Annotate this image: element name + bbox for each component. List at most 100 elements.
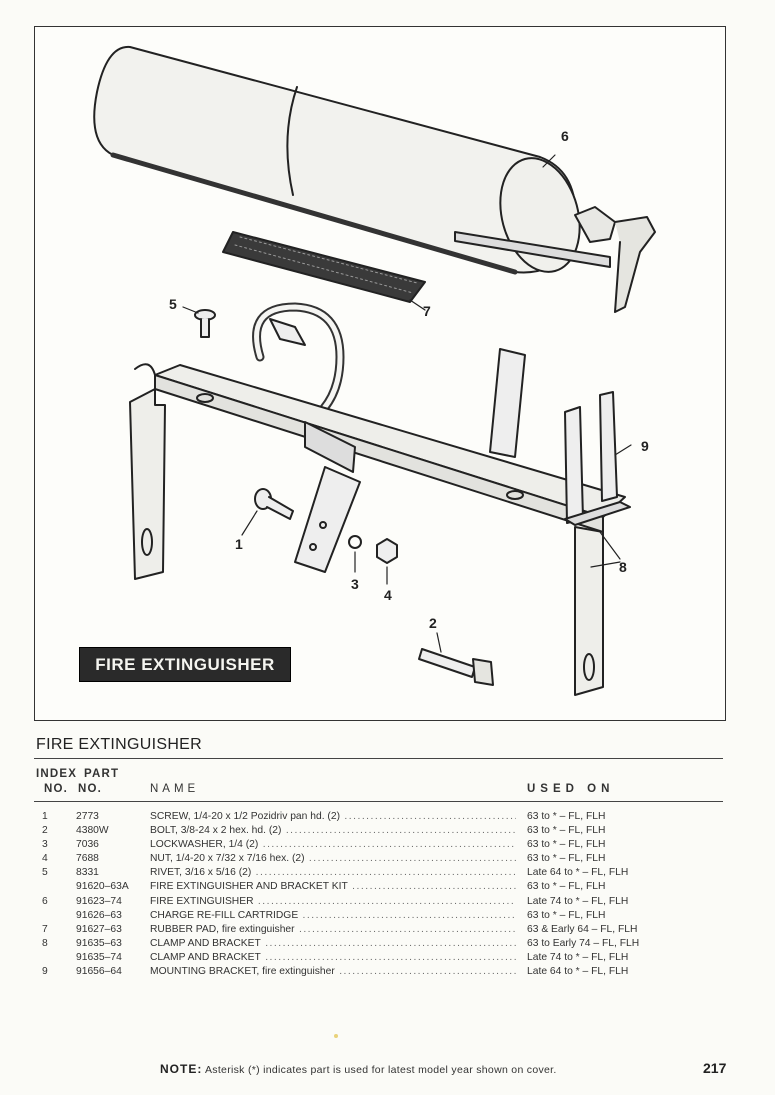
- used-on-cell-text: Late 64 to * – FL, FLH: [527, 867, 629, 879]
- index-cell-text: 4: [42, 853, 48, 865]
- dot-leader: ........................................…: [344, 811, 516, 822]
- section-title: FIRE EXTINGUISHER: [36, 736, 203, 753]
- part-number-cell-text: 91623–74: [76, 895, 122, 907]
- header-rule: [34, 801, 723, 802]
- part-number-cell: 91620–63A: [76, 881, 129, 892]
- index-cell-text: 7: [42, 923, 48, 935]
- used-on-cell: Late 74 to * – FL, FLH: [527, 896, 628, 907]
- used-on-cell-text: 63 to Early 74 – FL, FLH: [527, 937, 640, 949]
- index-cell-text: 5: [42, 867, 48, 879]
- clamp-ring-drawing: [252, 302, 345, 432]
- part-number-cell: 7688: [76, 853, 99, 864]
- table-row: 9 91656–64 MOUNTING BRACKET, fire extingui…: [0, 966, 775, 980]
- index-cell-text: 8: [42, 937, 48, 949]
- part-number-cell-text: 91626–63: [76, 909, 122, 921]
- part-number-cell: 4380W: [76, 825, 109, 836]
- paper-speck: [334, 1034, 338, 1038]
- part-number-cell: 91635–63: [76, 938, 122, 949]
- part-name-cell-text: FIRE EXTINGUISHER AND BRACKET KIT: [150, 881, 348, 893]
- header-used-on: USED ON: [527, 783, 615, 795]
- part-name-cell-text: LOCKWASHER, 1/4 (2): [150, 839, 259, 851]
- used-on-cell: 63 to Early 74 – FL, FLH: [527, 938, 639, 949]
- index-cell: 4: [42, 853, 48, 864]
- part-name-cell: BOLT, 3/8-24 x 2 hex. hd. (2) ..........…: [150, 825, 516, 836]
- used-on-cell: Late 74 to * – FL, FLH: [527, 952, 628, 963]
- table-row: 7 91627–63 RUBBER PAD, fire extinguisher .…: [0, 924, 775, 938]
- rivet-drawing: [194, 309, 216, 338]
- index-cell-text: 9: [42, 966, 48, 978]
- index-cell: 7: [42, 924, 48, 935]
- used-on-cell-text: 63 to * – FL, FLH: [527, 811, 606, 822]
- header-part: PART: [84, 768, 120, 780]
- part-number-cell-text: 91656–64: [76, 966, 122, 978]
- rubber-pad-drawing: [222, 231, 426, 303]
- used-on-cell: Late 64 to * – FL, FLH: [527, 867, 628, 878]
- part-number-cell: 91623–74: [76, 896, 122, 907]
- part-name-cell: FIRE EXTINGUISHER ......................…: [150, 896, 516, 907]
- callout-6: 6: [561, 128, 569, 144]
- dot-leader: ........................................…: [262, 839, 516, 851]
- index-cell-text: 3: [42, 839, 48, 851]
- used-on-cell: 63 & Early 64 – FL, FLH: [527, 924, 637, 935]
- dot-leader: ........................................…: [255, 867, 516, 879]
- callout-3: 3: [351, 576, 359, 592]
- figure-banner: FIRE EXTINGUISHER: [79, 647, 291, 682]
- note-text: Asterisk (*) indicates part is used for …: [204, 1064, 557, 1076]
- index-cell: 2: [42, 825, 48, 836]
- exploded-view-figure: 6 7 5 9 8 1 3 4 2 FIRE EXTINGUISHER: [34, 26, 726, 721]
- part-name-cell-text: SCREW, 1/4-20 x 1/2 Pozidriv pan hd. (2): [150, 811, 341, 822]
- part-name-cell-text: CLAMP AND BRACKET: [150, 937, 261, 949]
- index-cell: 3: [42, 839, 48, 850]
- part-number-cell-text: 91620–63A: [76, 881, 129, 893]
- used-on-cell: 63 to * – FL, FLH: [527, 825, 605, 836]
- dot-leader: ........................................…: [298, 923, 516, 935]
- part-number-cell: 8331: [76, 867, 99, 878]
- fire-extinguisher-illustration: 6 7 5 9 8 1 3 4 2: [93, 45, 656, 696]
- used-on-cell-text: 63 to * – FL, FLH: [527, 853, 606, 865]
- part-number-cell: 91635–74: [76, 952, 122, 963]
- dot-leader: ........................................…: [308, 853, 516, 865]
- part-name-cell: SCREW, 1/4-20 x 1/2 Pozidriv pan hd. (2)…: [150, 811, 516, 822]
- part-name-cell-text: FIRE EXTINGUISHER: [150, 895, 254, 907]
- part-number-cell: 91656–64: [76, 966, 122, 977]
- part-name-cell-text: MOUNTING BRACKET, fire extinguisher: [150, 966, 335, 978]
- parts-table: 1 2773 SCREW, 1/4-20 x 1/2 Pozidriv pan hd…: [0, 811, 775, 980]
- index-cell-text: 6: [42, 895, 48, 907]
- nut-drawing: [376, 538, 398, 564]
- index-cell-text: 2: [42, 825, 48, 837]
- note-label: NOTE:: [160, 1062, 203, 1076]
- part-name-cell: CHARGE RE-FILL CARTRIDGE ...............…: [150, 910, 516, 921]
- screw-drawing: [254, 488, 294, 520]
- table-row: 91626–63 CHARGE RE-FILL CARTRIDGE .......…: [0, 910, 775, 924]
- used-on-cell-text: 63 to * – FL, FLH: [527, 881, 606, 893]
- callout-1: 1: [235, 536, 243, 552]
- part-number-cell: 91626–63: [76, 910, 122, 921]
- part-number-cell-text: 7688: [76, 853, 99, 865]
- part-number-cell-text: 2773: [76, 811, 99, 822]
- part-name-cell-text: CHARGE RE-FILL CARTRIDGE: [150, 909, 299, 921]
- used-on-cell-text: 63 & Early 64 – FL, FLH: [527, 923, 638, 935]
- used-on-cell: 63 to * – FL, FLH: [527, 853, 605, 864]
- used-on-cell-text: 63 to * – FL, FLH: [527, 825, 606, 837]
- used-on-cell-text: 63 to * – FL, FLH: [527, 909, 606, 921]
- part-number-cell-text: 91627–63: [76, 923, 122, 935]
- part-name-cell: CLAMP AND BRACKET ......................…: [150, 938, 516, 949]
- part-number-cell-text: 4380W: [76, 825, 109, 837]
- extinguisher-cylinder-drawing: [93, 45, 656, 313]
- mounting-bracket-drawing: [129, 348, 626, 696]
- used-on-cell: 63 to * – FL, FLH: [527, 839, 605, 850]
- table-row: 91620–63A FIRE EXTINGUISHER AND BRACKET K…: [0, 881, 775, 895]
- index-cell: 5: [42, 867, 48, 878]
- header-name: NAME: [150, 783, 200, 795]
- index-cell-text: 1: [42, 811, 48, 822]
- part-name-cell: RIVET, 3/16 x 5/16 (2) .................…: [150, 867, 516, 878]
- table-row: 8 91635–63 CLAMP AND BRACKET .............…: [0, 938, 775, 952]
- part-number-cell: 91627–63: [76, 924, 122, 935]
- callout-5: 5: [169, 296, 177, 312]
- index-cell: 8: [42, 938, 48, 949]
- part-name-cell-text: RUBBER PAD, fire extinguisher: [150, 923, 295, 935]
- part-name-cell: RUBBER PAD, fire extinguisher ..........…: [150, 924, 516, 935]
